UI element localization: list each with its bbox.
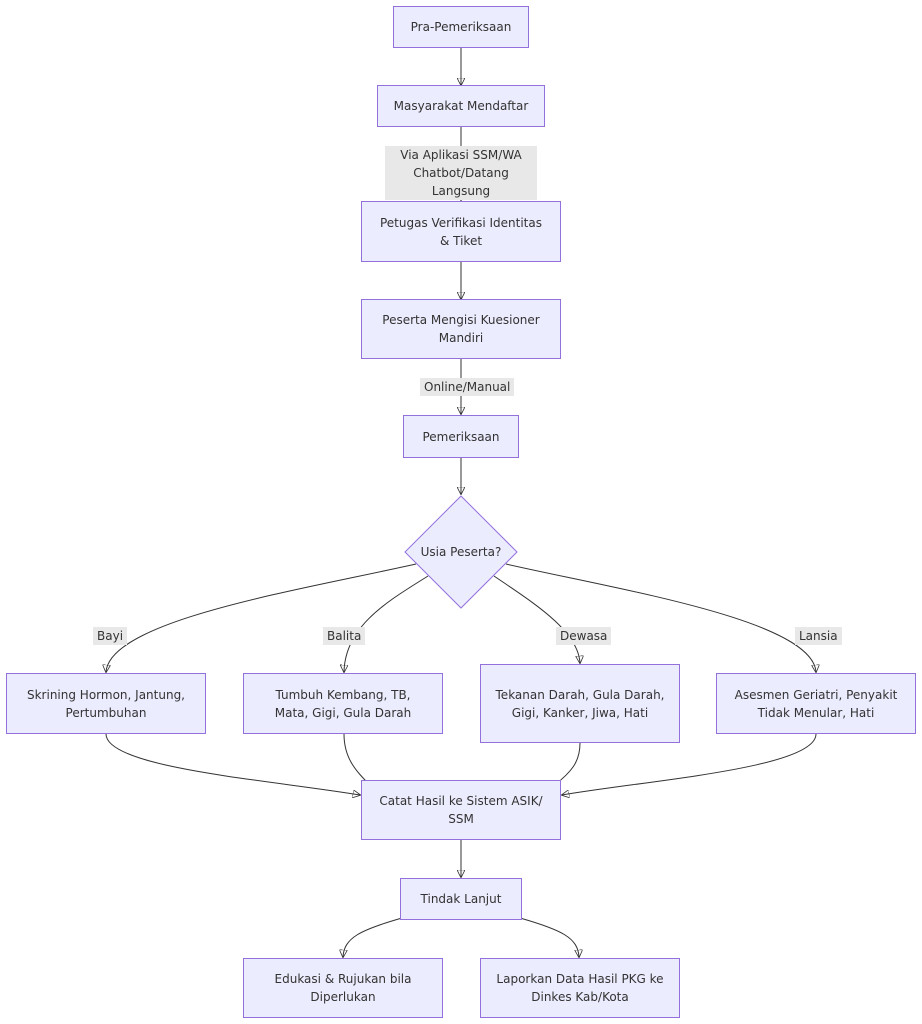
edge-label-via: Via Aplikasi SSM/WA Chatbot/Datang Langs…	[385, 146, 537, 200]
decision-diamond	[404, 495, 518, 609]
node-catat-hasil: Catat Hasil ke Sistem ASIK/ SSM	[361, 780, 561, 840]
node-kuesioner-label: Peserta Mengisi Kuesioner Mandiri	[382, 313, 540, 345]
node-masyarakat-mendaftar-label: Masyarakat Mendaftar	[393, 99, 529, 113]
node-edukasi-label: Edukasi & Rujukan bila Diperlukan	[274, 972, 412, 1004]
node-catat-hasil-label: Catat Hasil ke Sistem ASIK/ SSM	[379, 794, 543, 826]
node-balita: Tumbuh Kembang, TB, Mata, Gigi, Gula Dar…	[243, 673, 443, 734]
edge-usia-balita	[344, 575, 429, 672]
node-tindak-lanjut-label: Tindak Lanjut	[420, 892, 502, 906]
node-bayi: Skrining Hormon, Jantung, Pertumbuhan	[6, 673, 206, 734]
edge-tindak-laporkan	[519, 917, 579, 957]
node-pra-pemeriksaan: Pra-Pemeriksaan	[393, 6, 529, 48]
node-usia-peserta: Usia Peserta?	[405, 496, 517, 608]
edge-label-balita: Balita	[323, 627, 366, 645]
node-verifikasi-label: Petugas Verifikasi Identitas & Tiket	[379, 215, 542, 248]
edge-tindak-edukasi	[343, 917, 403, 957]
node-edukasi: Edukasi & Rujukan bila Diperlukan	[243, 958, 443, 1018]
node-pemeriksaan-label: Pemeriksaan	[422, 429, 500, 444]
node-verifikasi: Petugas Verifikasi Identitas & Tiket	[361, 201, 561, 262]
edge-usia-lansia	[505, 563, 816, 672]
node-dewasa-label: Tekanan Darah, Gula Darah, Gigi, Kanker,…	[495, 687, 665, 720]
node-kuesioner: Peserta Mengisi Kuesioner Mandiri	[361, 299, 561, 359]
edge-usia-bayi	[106, 563, 417, 672]
node-laporkan-label: Laporkan Data Hasil PKG ke Dinkes Kab/Ko…	[496, 972, 664, 1004]
node-masyarakat-mendaftar: Masyarakat Mendaftar	[377, 85, 545, 127]
node-lansia: Asesmen Geriatri, Penyakit Tidak Menular…	[716, 673, 916, 734]
node-bayi-label: Skrining Hormon, Jantung, Pertumbuhan	[26, 687, 185, 720]
node-lansia-label: Asesmen Geriatri, Penyakit Tidak Menular…	[734, 687, 898, 720]
node-pemeriksaan: Pemeriksaan	[403, 415, 519, 458]
edge-label-dewasa: Dewasa	[556, 627, 612, 645]
node-dewasa: Tekanan Darah, Gula Darah, Gigi, Kanker,…	[480, 664, 680, 743]
node-tindak-lanjut: Tindak Lanjut	[400, 878, 522, 920]
edge-label-online: Online/Manual	[420, 378, 515, 396]
edge-usia-dewasa	[493, 575, 580, 663]
edge-label-lansia: Lansia	[795, 627, 842, 645]
edge-label-bayi: Bayi	[93, 627, 128, 645]
node-balita-label: Tumbuh Kembang, TB, Mata, Gigi, Gula Dar…	[274, 687, 412, 720]
edge-lansia-catat	[562, 733, 817, 795]
edge-bayi-catat	[105, 733, 360, 795]
node-pra-pemeriksaan-label: Pra-Pemeriksaan	[410, 20, 512, 34]
node-usia-peserta-label: Usia Peserta?	[420, 545, 502, 559]
node-laporkan: Laporkan Data Hasil PKG ke Dinkes Kab/Ko…	[480, 958, 680, 1018]
